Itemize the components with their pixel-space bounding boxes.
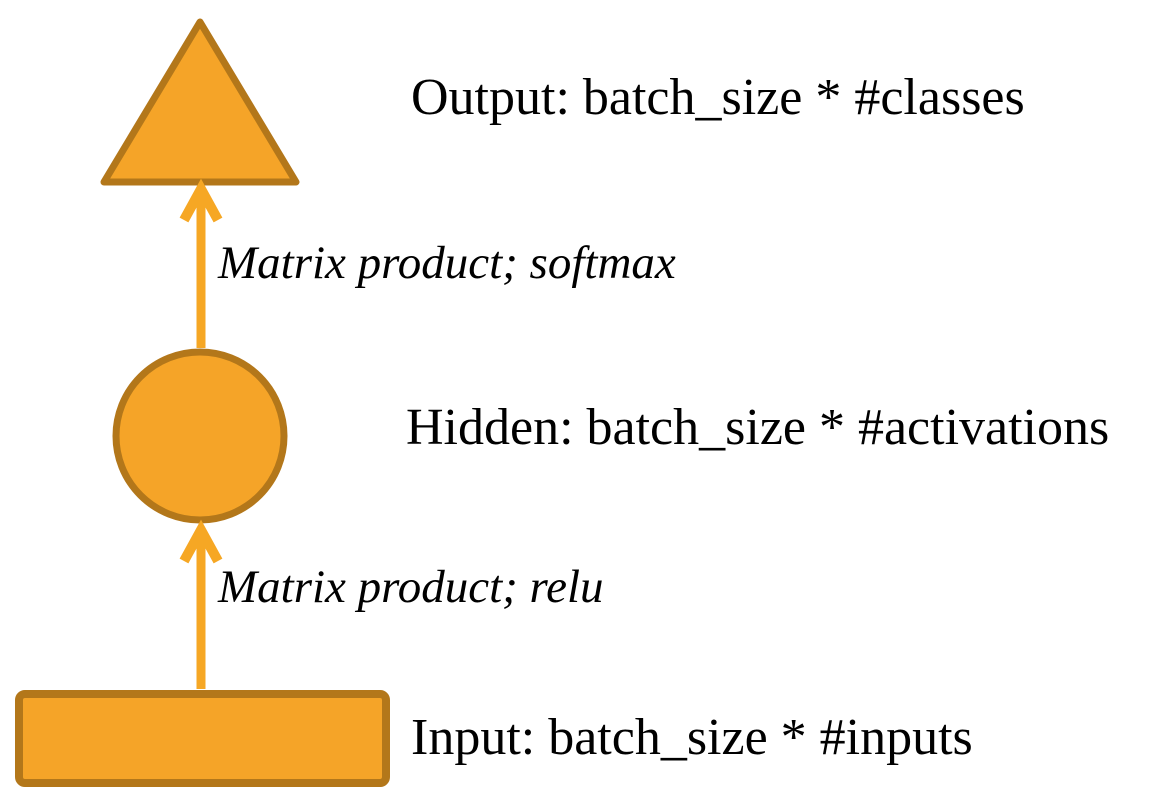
arrow-input-to-hidden-icon (179, 519, 223, 689)
input-node-rectangle (15, 690, 390, 787)
input-node-label: Input: batch_size * #inputs (411, 709, 973, 766)
output-node-triangle (100, 18, 300, 186)
hidden-node-label: Hidden: batch_size * #activations (406, 399, 1110, 456)
edge-label-matrix-product-softmax: Matrix product; softmax (218, 237, 676, 289)
arrow-hidden-to-output-icon (179, 178, 223, 348)
arrow-head (179, 178, 223, 223)
hidden-node-circle (112, 348, 288, 524)
arrow-head (179, 519, 223, 564)
edge-label-matrix-product-relu: Matrix product; relu (218, 561, 604, 613)
output-node-label: Output: batch_size * #classes (411, 69, 1025, 126)
